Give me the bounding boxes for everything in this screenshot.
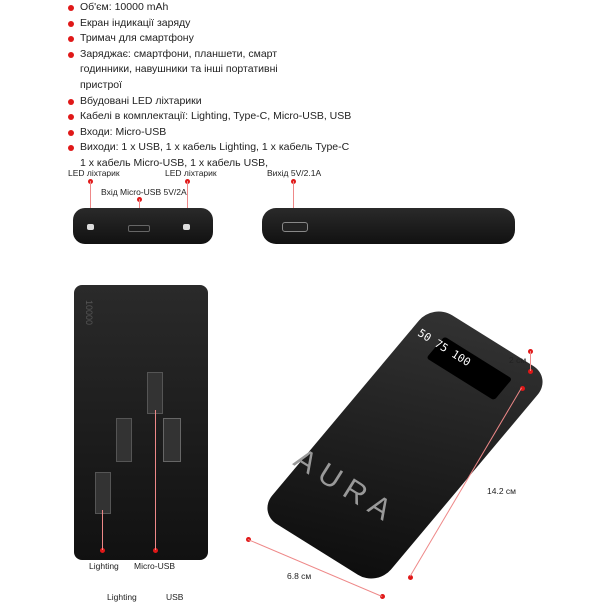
led-right-label: LED ліхтарик	[165, 168, 217, 178]
feature-item: Тримач для смартфону	[68, 31, 351, 47]
feature-item: Екран індикації заряду	[68, 16, 351, 32]
feature-item: Вбудовані LED ліхтарики	[68, 94, 351, 110]
angled-device	[258, 303, 552, 587]
length-dimension: 14.2 см	[487, 486, 516, 496]
lighting-label-1: Lighting	[89, 561, 119, 571]
front-view-device	[74, 285, 208, 560]
usb-label: USB	[166, 592, 184, 602]
height-dimension: 2 см	[509, 355, 527, 365]
feature-item: Виходи: 1 х USB, 1 х кабель Lighting, 1 …	[68, 140, 350, 171]
feature-item: Об'єм: 10000 mAh	[68, 0, 351, 16]
led-left-label: LED ліхтарик	[68, 168, 120, 178]
input-label: Вхід Micro-USB 5V/2A	[101, 187, 187, 197]
capacity-text: 10000	[84, 300, 94, 326]
lighting-label-2: Lighting	[107, 592, 137, 602]
feature-item: Заряджає: смартфони, планшети, смарт год…	[68, 47, 320, 94]
output-label: Вихід 5V/2.1A	[267, 168, 322, 178]
feature-item: Кабелі в комплектації: Lighting, Type-C,…	[68, 109, 351, 125]
feature-list: Об'єм: 10000 mAh Екран індикації заряду …	[68, 0, 351, 172]
feature-item: Входи: Micro-USB	[68, 125, 351, 141]
microusb-label: Micro-USB	[134, 561, 176, 571]
width-dimension: 6.8 см	[287, 571, 312, 581]
